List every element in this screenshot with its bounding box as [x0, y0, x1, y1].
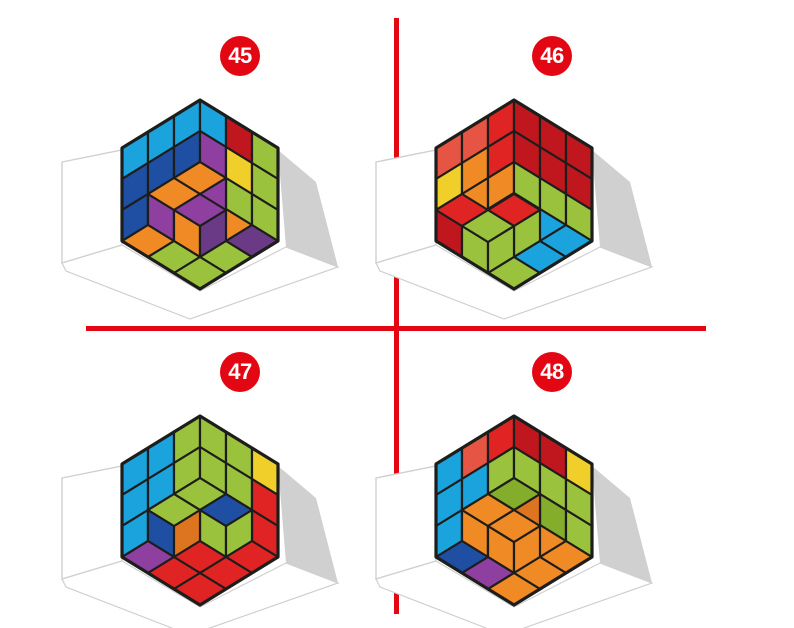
cube-outline: [434, 98, 594, 291]
shadow-right-panel: [278, 150, 338, 267]
backdrop-left-panel: [375, 149, 437, 264]
puzzle-cube-48: [375, 414, 654, 628]
block-top: [460, 208, 516, 244]
horizontal-divider: [86, 326, 706, 331]
puzzle-cube-45: [61, 98, 340, 320]
puzzle-panel-45[interactable]: 45: [40, 22, 400, 320]
shadow-right-panel: [592, 466, 652, 583]
shadow-right-panel: [278, 466, 338, 583]
puzzle-number-badge: 48: [532, 352, 572, 392]
backdrop-left-panel: [61, 465, 123, 580]
block-top: [198, 492, 254, 528]
backdrop-floor: [375, 244, 654, 320]
puzzle-panel-46[interactable]: 46: [354, 22, 714, 320]
puzzle-number-badge: 45: [220, 36, 260, 76]
vertical-divider: [394, 18, 399, 614]
backdrop-floor: [61, 560, 340, 628]
backdrop-floor: [61, 244, 340, 320]
puzzle-number-badge: 46: [532, 36, 572, 76]
puzzle-panel-48[interactable]: 48: [354, 338, 714, 628]
puzzle-cube-47: [61, 414, 340, 628]
shadow-right-panel: [592, 150, 652, 267]
block-top: [486, 508, 542, 544]
backdrop-left-panel: [375, 465, 437, 580]
puzzle-cube-46: [375, 98, 654, 320]
cube-outline: [120, 414, 280, 607]
puzzle-number-badge: 47: [220, 352, 260, 392]
puzzle-panel-47[interactable]: 47: [40, 338, 400, 628]
cube-outline: [120, 98, 280, 291]
backdrop-left-panel: [61, 149, 123, 264]
backdrop-floor: [375, 560, 654, 628]
cube-outline: [434, 414, 594, 607]
block-top: [172, 192, 228, 228]
block-top: [146, 492, 202, 528]
